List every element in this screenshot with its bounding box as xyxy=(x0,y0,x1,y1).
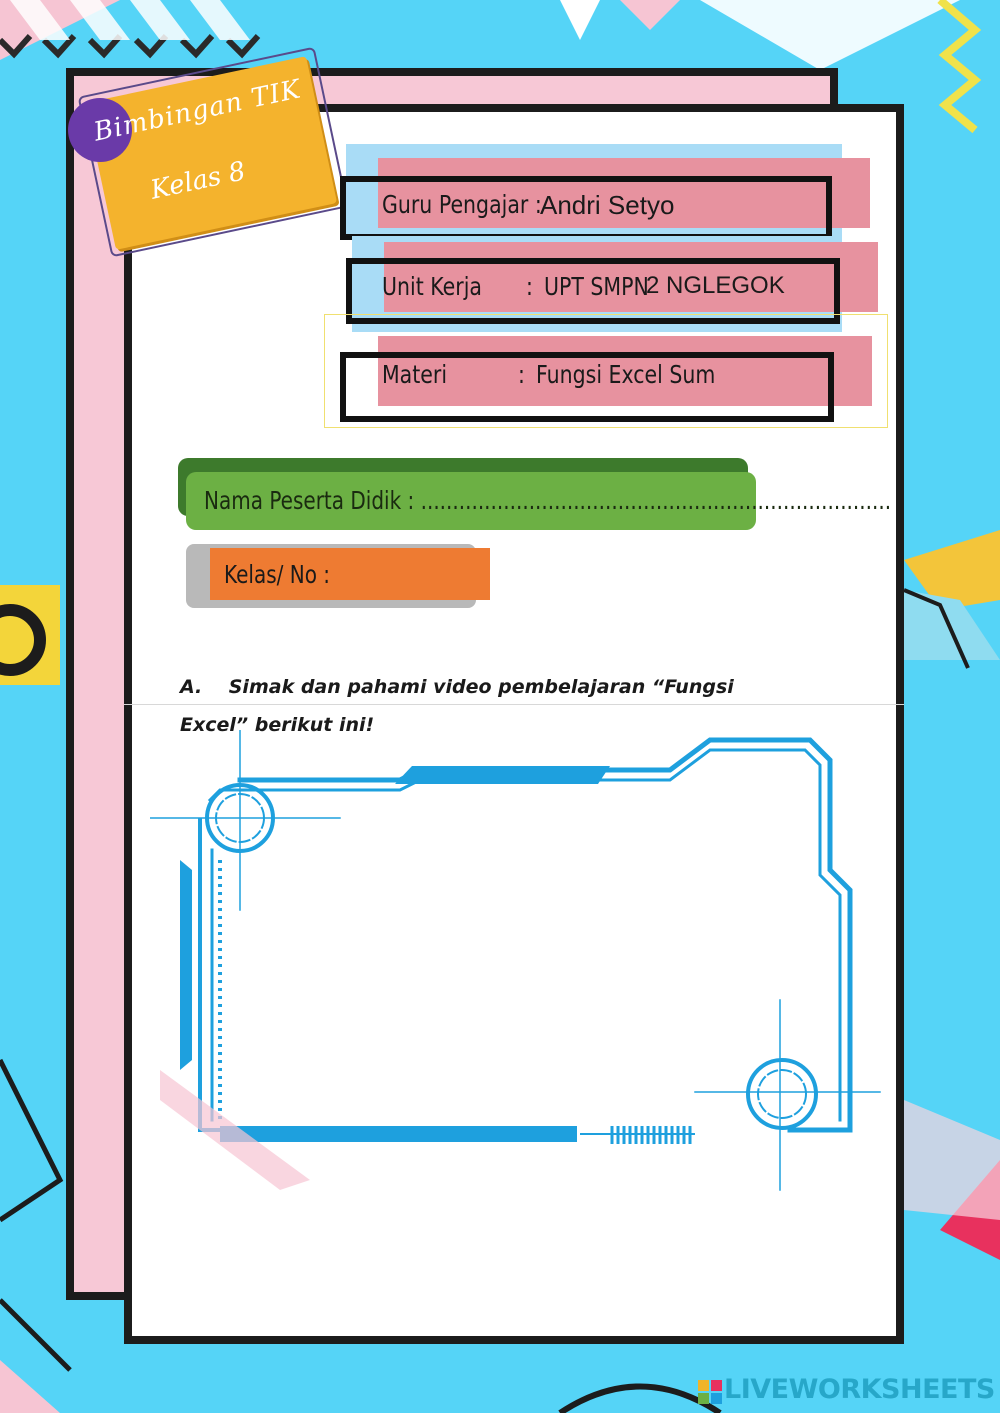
material-value: Fungsi Excel Sum xyxy=(536,360,716,389)
brand-name[interactable]: LIVEWORKSHEETS xyxy=(724,1374,995,1405)
info-row-2-frame xyxy=(346,258,840,324)
badge-circle-decoration xyxy=(68,98,132,162)
student-name-label: Nama Peserta Didik : ...................… xyxy=(204,486,892,515)
name-bar xyxy=(186,472,756,530)
info-row-3-outline xyxy=(324,314,888,428)
instruction-line-1: A. Simak dan pahami video pembelajaran “… xyxy=(180,676,734,698)
video-frame[interactable] xyxy=(150,730,890,1200)
class-label: Kelas/ No : xyxy=(224,560,331,589)
divider-line xyxy=(124,704,904,705)
unit-colon: : xyxy=(526,272,533,301)
instruction-line-2: Excel” berikut ini! xyxy=(180,714,375,736)
material-colon: : xyxy=(518,360,525,389)
class-bar xyxy=(210,548,490,600)
liveworksheets-logo-icon xyxy=(698,1380,722,1404)
info-row-3-pink xyxy=(378,336,872,406)
instruction-marker: A. xyxy=(180,676,203,698)
unit-label: Unit Kerja xyxy=(382,272,482,301)
teacher-value: Andri Setyo xyxy=(540,190,675,220)
teacher-label: Guru Pengajar : xyxy=(382,190,542,219)
info-row-1-pink xyxy=(378,158,870,228)
info-row-3-frame xyxy=(340,352,834,422)
info-row-2-pink xyxy=(384,242,878,312)
unit-value-a: UPT SMPN xyxy=(544,272,649,301)
unit-value-b: 2 NGLEGOK xyxy=(646,272,785,299)
material-label: Materi xyxy=(382,360,448,389)
instruction-text-1: Simak dan pahami video pembelajaran “Fun… xyxy=(228,676,734,698)
